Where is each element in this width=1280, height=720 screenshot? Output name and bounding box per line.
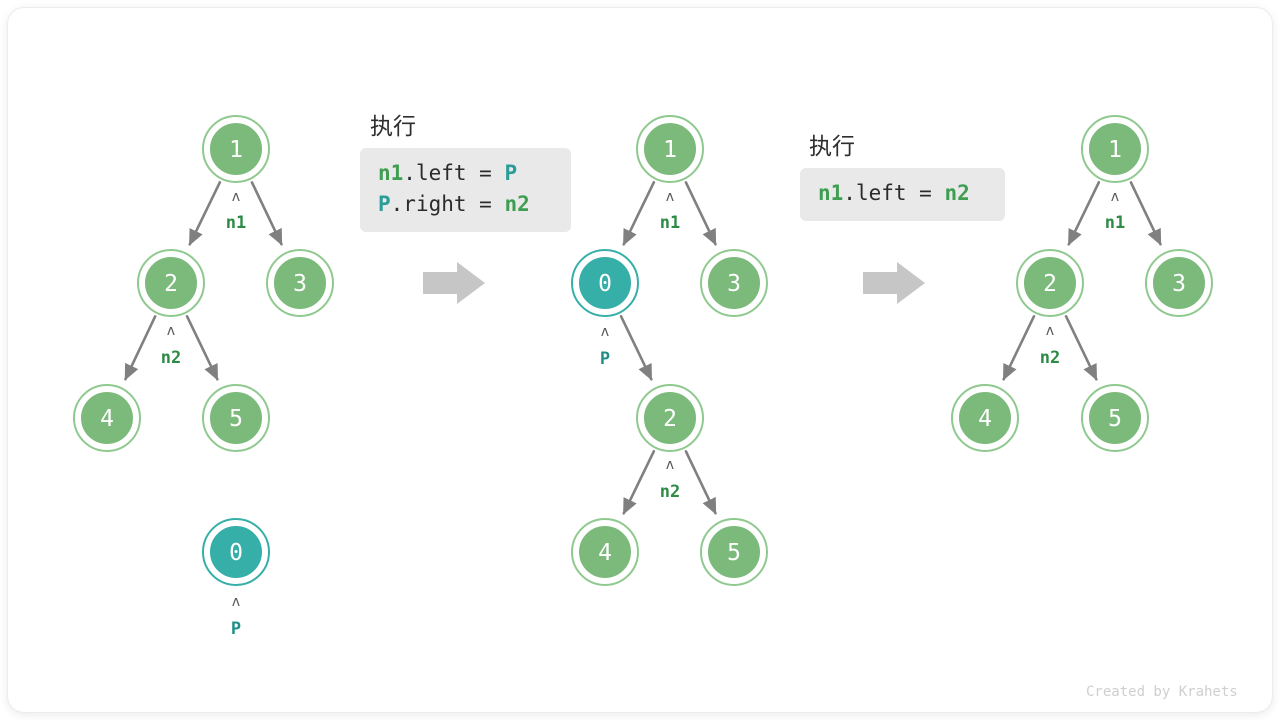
pointer-label: n2: [1040, 348, 1060, 368]
tree-node-value: 1: [663, 137, 677, 163]
code-token: .right =: [390, 192, 505, 216]
exec-label: 执行: [809, 133, 855, 159]
code-token: .left =: [843, 181, 945, 205]
tree-node[interactable]: 3: [266, 249, 334, 317]
tree-edge: [684, 450, 717, 515]
tree-node-value: 5: [1108, 406, 1122, 432]
nodes-layer: 1 2 3 4 5 0 1 0 3 2 4 5 1 2 3 4 5: [73, 115, 1213, 586]
tree-node[interactable]: 4: [951, 384, 1019, 452]
tree-edge: [622, 180, 656, 246]
tree-node[interactable]: 1: [202, 115, 270, 183]
exec-label: 执行: [370, 113, 416, 139]
tree-node[interactable]: 1: [1081, 115, 1149, 183]
transition-arrow-icon: [423, 262, 485, 304]
pointer-caret-icon: ʌ: [232, 189, 240, 205]
tree-node-value: 2: [1043, 271, 1057, 297]
tree-node-value: 0: [229, 540, 243, 566]
tree-node[interactable]: 5: [700, 518, 768, 586]
tree-node-value: 2: [663, 406, 677, 432]
pointer-caret-icon: ʌ: [601, 324, 609, 340]
tree-node-value: 4: [100, 406, 114, 432]
pointer-label: n2: [161, 348, 181, 368]
tree-node-value: 3: [727, 271, 741, 297]
code-token: n1: [818, 181, 844, 205]
pointer-caret-icon: ʌ: [232, 594, 240, 610]
tree-node-value: 4: [598, 540, 612, 566]
pointer-caret-icon: ʌ: [1111, 189, 1119, 205]
tree-node-value: 1: [229, 137, 243, 163]
tree-node[interactable]: 2: [636, 384, 704, 452]
code-token: .left =: [403, 161, 505, 185]
tree-node[interactable]: 4: [73, 384, 141, 452]
code-block: n1.left = n2: [800, 168, 1005, 221]
tree-node-value: 5: [229, 406, 243, 432]
tree-edge: [619, 315, 653, 381]
tree-edge: [1067, 180, 1101, 246]
tree-node[interactable]: 0: [202, 518, 270, 586]
credit-text: Created by Krahets: [1086, 684, 1238, 700]
pointer-label: n2: [660, 482, 680, 502]
tree-node[interactable]: 2: [1016, 249, 1084, 317]
code-line: P.right = n2: [378, 189, 553, 220]
pointer-label: n1: [660, 213, 680, 233]
tree-node-value: 4: [978, 406, 992, 432]
tree-node-value: 3: [1172, 271, 1186, 297]
tree-node[interactable]: 3: [1145, 249, 1213, 317]
pointer-label: P: [600, 349, 610, 369]
tree-node[interactable]: 2: [137, 249, 205, 317]
tree-edge: [124, 315, 157, 381]
tree-edge: [1129, 181, 1162, 246]
tree-edge: [1064, 315, 1098, 381]
tree-node[interactable]: 0: [571, 249, 639, 317]
code-token: P: [504, 161, 518, 185]
pointer-label: n1: [226, 213, 246, 233]
tree-edge: [684, 181, 717, 246]
tree-node-value: 5: [727, 540, 741, 566]
pointer-caret-icon: ʌ: [666, 189, 674, 205]
pointer-caret-icon: ʌ: [1046, 323, 1054, 339]
tree-node-value: 3: [293, 271, 307, 297]
tree-node-value: 0: [598, 271, 612, 297]
transition-arrow-icon: [863, 262, 925, 304]
tree-node-value: 2: [164, 271, 178, 297]
tree-node-value: 1: [1108, 137, 1122, 163]
code-token: n2: [504, 192, 530, 216]
tree-node[interactable]: 3: [700, 249, 768, 317]
tree-edge: [622, 449, 656, 515]
code-line: n1.left = P: [378, 158, 553, 189]
tree-node[interactable]: 1: [636, 115, 704, 183]
code-line: n1.left = n2: [818, 178, 987, 209]
tree-edge: [188, 180, 222, 246]
pointer-label: P: [231, 619, 241, 639]
edges-layer: [124, 180, 1162, 515]
tree-edge: [185, 315, 219, 381]
tree-node[interactable]: 5: [1081, 384, 1149, 452]
code-token: n2: [944, 181, 970, 205]
code-token: P: [378, 192, 391, 216]
tree-edge: [250, 181, 283, 246]
tree-node[interactable]: 5: [202, 384, 270, 452]
tree-edge: [1002, 315, 1036, 381]
pointer-caret-icon: ʌ: [167, 323, 175, 339]
pointer-label: n1: [1105, 213, 1125, 233]
big-arrows-layer: [423, 262, 925, 304]
pointer-caret-icon: ʌ: [666, 457, 674, 473]
tree-node[interactable]: 4: [571, 518, 639, 586]
code-token: n1: [378, 161, 404, 185]
